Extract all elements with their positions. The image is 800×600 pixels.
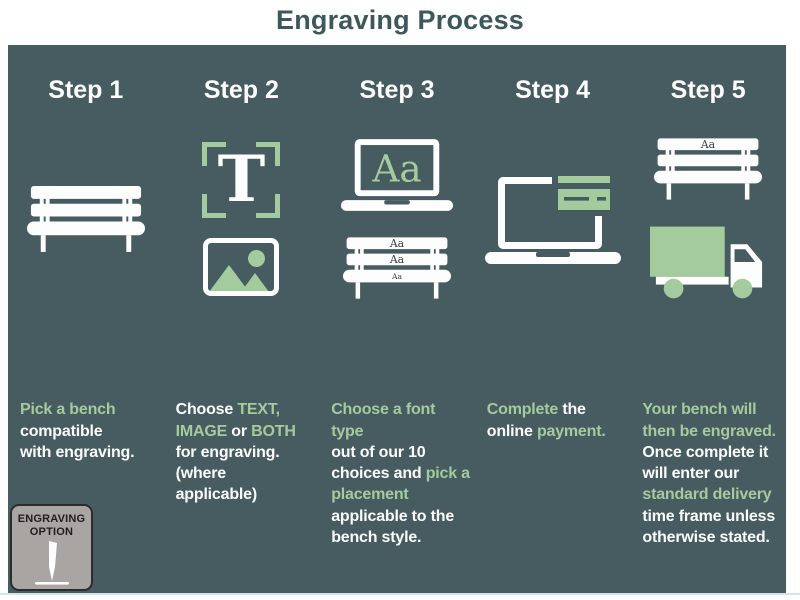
step-3-icon-zone: Aa Aa Aa Aa bbox=[340, 112, 453, 326]
desc-segment: time frame unless otherwise stated. bbox=[642, 507, 776, 546]
mountains-icon bbox=[210, 265, 269, 291]
desc-segment: pick a placement bbox=[331, 465, 470, 504]
sun-dot-icon bbox=[248, 250, 266, 267]
step-4-label: Step 4 bbox=[515, 76, 591, 104]
font-sample-glyph: Aa bbox=[389, 253, 405, 266]
desc-segment: or bbox=[227, 422, 252, 440]
step-5-icon-zone: Aa bbox=[650, 112, 766, 326]
step-1-icon-zone bbox=[26, 112, 145, 326]
bracket-corner-icon bbox=[202, 194, 227, 218]
bench-icon bbox=[26, 186, 145, 252]
font-sample-glyph: Aa bbox=[391, 272, 403, 281]
font-sample-glyph: Aa bbox=[371, 146, 421, 190]
desc-segment: the online bbox=[486, 401, 586, 440]
step-column-2: Step 2 T Choose TEXT, IMAGE or BOTH for … bbox=[164, 45, 320, 593]
image-icon bbox=[203, 238, 280, 296]
desc-segment: applicable to the bench style. bbox=[331, 507, 455, 546]
desc-segment: Once complete it will enter our bbox=[642, 443, 769, 483]
desc-segment: Choose a font type bbox=[331, 401, 436, 440]
desc-segment: BOTH bbox=[251, 422, 296, 440]
step-column-5: Step 5 Aa bbox=[630, 45, 786, 593]
step-column-1: Step 1 Pick a bench compatible with engr… bbox=[8, 45, 164, 593]
credit-card-icon bbox=[551, 173, 616, 216]
bracket-corner-icon bbox=[256, 142, 281, 166]
desc-segment: standard delivery bbox=[642, 486, 772, 504]
bottom-divider bbox=[0, 593, 800, 595]
engraved-bench-icon: Aa bbox=[654, 138, 763, 200]
engraving-chisel-icon bbox=[34, 541, 69, 585]
desc-segment: Pick a bench bbox=[20, 401, 116, 419]
step-2-icon-zone: T bbox=[202, 112, 281, 326]
page-title: Engraving Process bbox=[276, 5, 524, 35]
desc-segment: compatible with engraving. bbox=[20, 422, 135, 461]
bracket-corner-icon bbox=[256, 194, 281, 218]
badge-line-2: OPTION bbox=[29, 526, 74, 538]
desc-segment: Your bench will then be engraved. bbox=[642, 401, 776, 440]
step-5-description: Your bench will then be engraved. Once c… bbox=[630, 378, 786, 548]
step-3-label: Step 3 bbox=[359, 76, 435, 104]
desc-segment: payment. bbox=[536, 422, 606, 440]
badge-line-1: ENGRAVING bbox=[17, 513, 86, 525]
letter-T-glyph: T bbox=[217, 142, 266, 217]
bracket-corner-icon bbox=[202, 142, 227, 166]
desc-segment: Choose bbox=[175, 401, 238, 419]
step-4-icon-zone bbox=[484, 112, 621, 326]
engraving-option-badge: ENGRAVING OPTION bbox=[10, 504, 93, 591]
step-1-description: Pick a bench compatible with engraving. bbox=[8, 378, 164, 463]
font-sample-glyph: Aa bbox=[700, 138, 716, 151]
badge-text: ENGRAVING OPTION bbox=[18, 513, 86, 539]
step-column-3: Step 3 Aa Aa Aa bbox=[319, 45, 475, 593]
step-5-label: Step 5 bbox=[670, 76, 746, 104]
bench-font-icon: Aa Aa Aa bbox=[342, 237, 451, 299]
step-2-description: Choose TEXT, IMAGE or BOTH for engraving… bbox=[164, 378, 320, 506]
laptop-font-icon: Aa bbox=[340, 139, 453, 211]
text-selection-icon: T bbox=[202, 142, 281, 218]
step-3-description: Choose a font type out of our 10 choices… bbox=[319, 378, 475, 548]
step-4-description: Complete the online payment. bbox=[475, 378, 631, 442]
font-sample-glyph: Aa bbox=[389, 237, 405, 250]
desc-segment: TEXT, IMAGE bbox=[175, 401, 280, 440]
laptop-payment-icon bbox=[484, 173, 621, 264]
step-column-4: Step 4 Complete the online payment. bbox=[475, 45, 631, 593]
step-2-label: Step 2 bbox=[203, 76, 279, 104]
desc-segment: for engraving. (where applicable) bbox=[175, 443, 280, 504]
process-panel: Step 1 Pick a bench compatible with engr… bbox=[8, 45, 786, 593]
desc-segment: Complete bbox=[486, 401, 563, 419]
step-1-label: Step 1 bbox=[48, 76, 124, 104]
desc-segment: out of our 10 choices and bbox=[331, 443, 426, 483]
delivery-truck-icon bbox=[650, 226, 763, 299]
